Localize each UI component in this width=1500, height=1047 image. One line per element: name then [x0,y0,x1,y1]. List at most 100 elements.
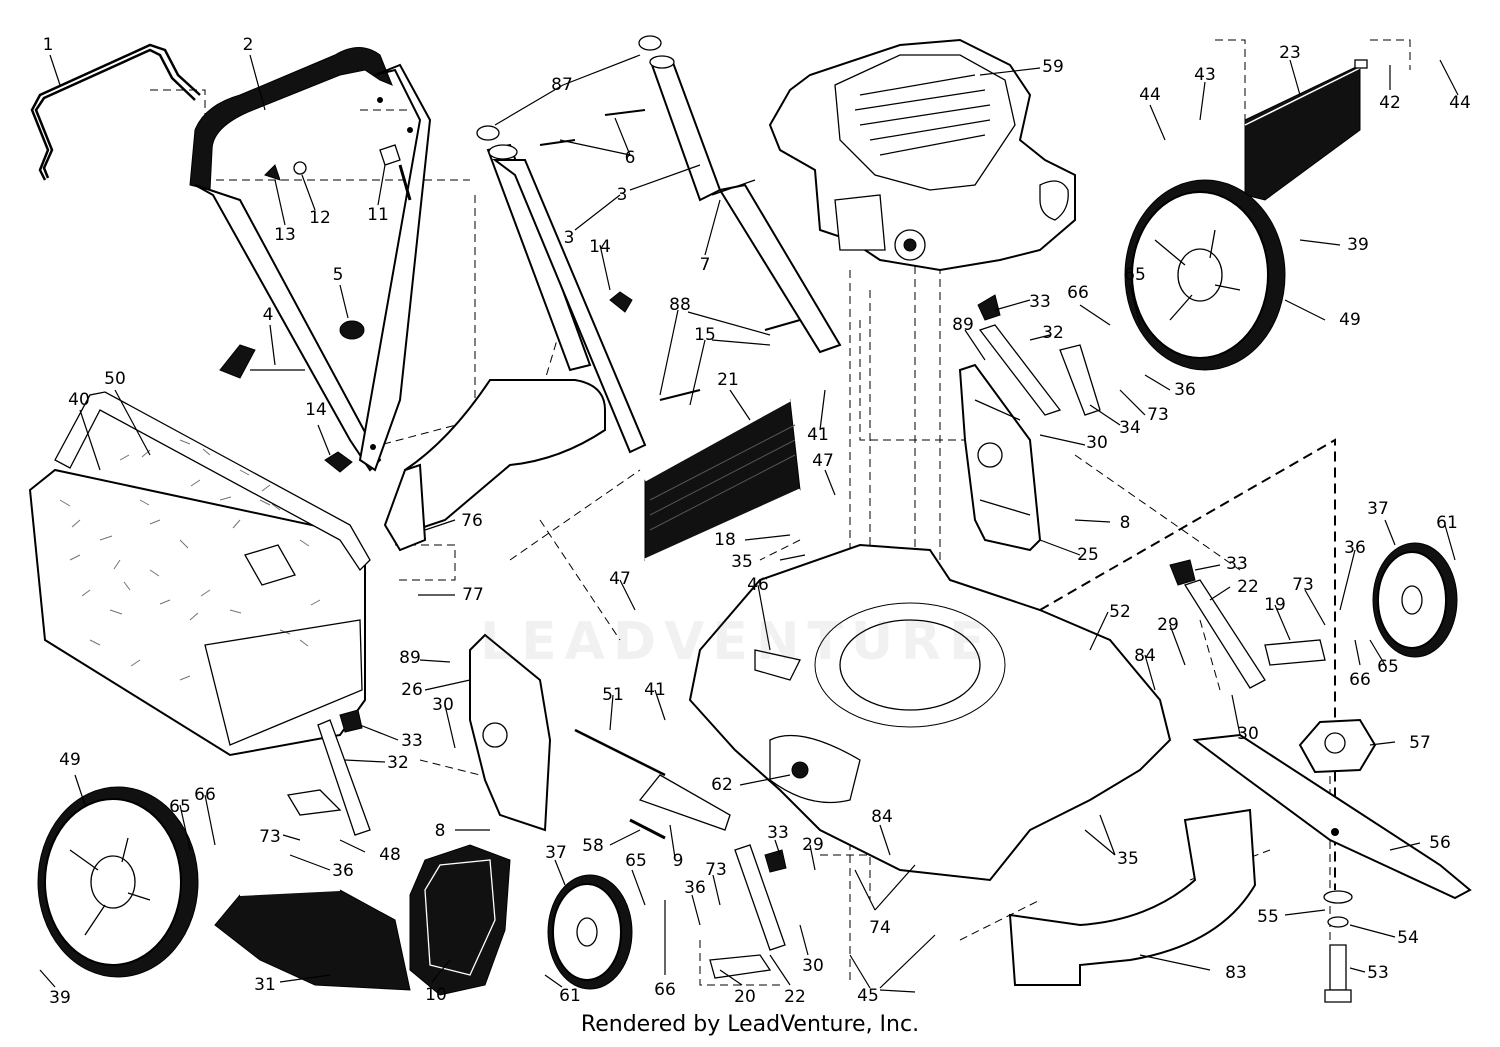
part-callout-66: 66 [194,785,216,805]
handle-knobs-and-hardware [219,35,801,473]
blade-adapter [1298,718,1377,774]
part-callout-32: 32 [387,753,409,773]
part-callout-65: 65 [1377,657,1399,677]
part-callout-66: 66 [1349,670,1371,690]
part-callout-51: 51 [602,685,624,705]
adjuster-caps [339,294,1196,873]
part-callout-19: 19 [1264,595,1286,615]
part-callout-14: 14 [305,400,327,420]
pivot-arms [286,324,1326,979]
part-callout-77: 77 [462,585,484,605]
wheel-front-left [547,874,633,990]
part-callout-66: 66 [1067,283,1089,303]
part-callout-41: 41 [807,425,829,445]
part-callout-73: 73 [259,827,281,847]
part-callout-89: 89 [952,315,974,335]
part-callout-65: 65 [625,851,647,871]
part-callout-46: 46 [747,575,769,595]
part-callout-29: 29 [1157,615,1179,635]
mulch-plug [409,844,511,996]
part-callout-89: 89 [399,648,421,668]
part-callout-65: 65 [169,797,191,817]
part-callout-32: 32 [1042,323,1064,343]
rear-door [1244,59,1368,201]
part-callout-35: 35 [1117,849,1139,869]
part-callout-47: 47 [812,451,834,471]
part-callout-52: 52 [1109,602,1131,622]
part-callout-13: 13 [274,225,296,245]
part-callout-11: 11 [367,205,389,225]
part-callout-18: 18 [714,530,736,550]
rear-trail-shield [644,398,801,562]
part-callout-30: 30 [802,956,824,976]
part-callout-7: 7 [700,255,711,275]
part-callout-20: 20 [734,987,756,1007]
part-callout-49: 49 [59,750,81,770]
part-callout-44: 44 [1449,93,1471,113]
part-callout-33: 33 [1226,554,1248,574]
wheel-rear-right [1124,179,1286,371]
part-callout-12: 12 [309,208,331,228]
side-discharge-shield [214,889,411,991]
part-callout-55: 55 [1257,907,1279,927]
part-callout-6: 6 [625,148,636,168]
part-callout-42: 42 [1379,93,1401,113]
part-callout-22: 22 [784,987,806,1007]
part-callout-29: 29 [802,835,824,855]
discharge-chute [383,379,606,552]
upper-handle [189,47,432,472]
part-callout-65: 65 [1124,265,1146,285]
part-callout-53: 53 [1367,963,1389,983]
footer-credit: Rendered by LeadVenture, Inc. [580,1012,920,1037]
part-callout-54: 54 [1397,928,1419,948]
part-callout-37: 37 [1367,499,1389,519]
part-callout-33: 33 [767,823,789,843]
part-callout-36: 36 [684,878,706,898]
callout-leader-lines [39,54,1459,993]
bail-control-wire [30,43,201,181]
engine [768,38,1076,272]
part-callout-40: 40 [68,390,90,410]
part-callout-47: 47 [609,569,631,589]
part-callout-35: 35 [731,552,753,572]
part-callout-8: 8 [435,821,446,841]
part-callout-2: 2 [243,35,254,55]
lower-handle-left [486,143,647,454]
lower-handle-right [649,55,842,354]
part-callout-10: 10 [425,985,447,1005]
part-callout-61: 61 [1436,513,1458,533]
part-callout-88: 88 [669,295,691,315]
wheel-front-right [1372,542,1458,658]
part-callout-39: 39 [1347,235,1369,255]
part-callout-5: 5 [333,265,344,285]
front-height-adjuster [469,633,552,832]
axle-rod-and-bracket [574,728,731,840]
wheel-rear-left [37,786,199,978]
part-callout-30: 30 [432,695,454,715]
part-callout-39: 39 [49,988,71,1008]
part-callout-36: 36 [1174,380,1196,400]
grass-catcher-bag [28,391,371,757]
part-callout-73: 73 [1147,405,1169,425]
cutting-blade [1192,733,1472,900]
part-callout-61: 61 [559,986,581,1006]
part-callout-33: 33 [1029,292,1051,312]
part-callout-30: 30 [1237,724,1259,744]
part-callout-22: 22 [1237,577,1259,597]
part-callout-50: 50 [104,369,126,389]
part-callout-74: 74 [869,918,891,938]
part-callout-25: 25 [1077,545,1099,565]
part-callout-83: 83 [1225,963,1247,983]
part-callout-87: 87 [551,75,573,95]
part-callout-48: 48 [379,845,401,865]
part-callout-1: 1 [43,35,54,55]
blade-baffle [1008,808,1257,986]
part-callout-66: 66 [654,980,676,1000]
part-callout-59: 59 [1042,57,1064,77]
part-callout-84: 84 [1134,646,1156,666]
part-callout-30: 30 [1086,433,1108,453]
part-callout-3: 3 [564,228,575,248]
part-callout-4: 4 [263,305,274,325]
